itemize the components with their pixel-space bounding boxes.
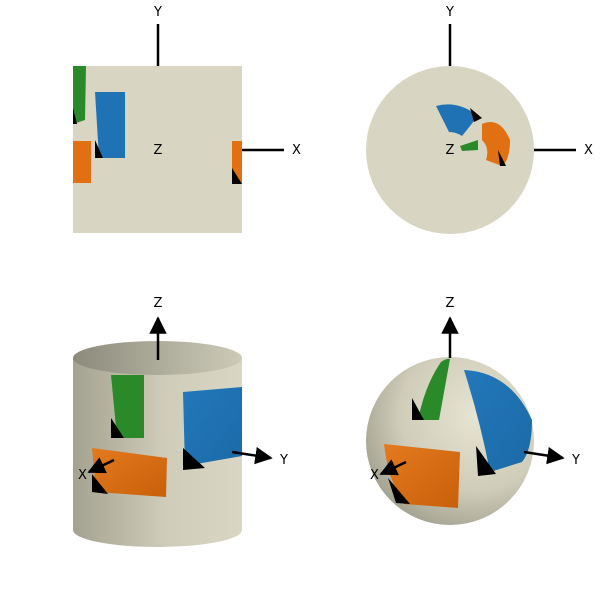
blue-patch (95, 92, 125, 158)
black-shadow (232, 168, 242, 184)
panel-sphere-side-view: Z X Y (366, 296, 580, 525)
panel-cylinder-side-view: Z X Y (73, 296, 288, 547)
z-axis-label: Z (446, 296, 455, 311)
z-axis-label: Z (154, 143, 163, 158)
y-axis-label: Y (445, 5, 454, 20)
orange-patch (73, 141, 91, 183)
y-axis-label: Y (279, 453, 288, 468)
y-axis-label: Y (153, 5, 162, 20)
black-shadow (412, 398, 424, 420)
black-shadow (498, 150, 506, 166)
black-shadow (388, 478, 410, 504)
x-axis-label: X (78, 468, 87, 483)
black-shadow (183, 448, 205, 470)
cylinder-bottom-rim (73, 513, 242, 547)
blue-patch (183, 387, 242, 466)
panel-sphere-top-view: Y Z X (366, 5, 593, 234)
z-axis-label: Z (154, 296, 163, 311)
x-axis-label: X (370, 468, 379, 483)
black-shadow (73, 108, 77, 124)
sphere-top-face (366, 66, 534, 234)
blue-patch (464, 370, 532, 472)
y-axis-label: Y (571, 453, 580, 468)
green-patch (111, 375, 144, 438)
green-patch (460, 140, 478, 151)
orange-patch (482, 122, 510, 166)
black-shadow (111, 418, 124, 438)
x-axis-label: X (584, 143, 593, 158)
green-patch (73, 66, 86, 124)
x-axis-line (379, 459, 407, 476)
y-axis-line (523, 446, 565, 465)
black-shadow (470, 108, 482, 122)
black-shadow (92, 474, 108, 494)
panel-cylinder-top-view: Y Z X (73, 5, 301, 233)
green-patch (418, 358, 450, 420)
black-shadow (95, 140, 103, 158)
z-axis-label: Z (446, 143, 455, 158)
black-shadow (476, 446, 496, 476)
y-axis-line (231, 446, 273, 465)
orange-patch (384, 444, 460, 508)
x-axis-line (87, 457, 115, 474)
blue-patch (436, 104, 478, 136)
x-axis-label: X (292, 143, 301, 158)
